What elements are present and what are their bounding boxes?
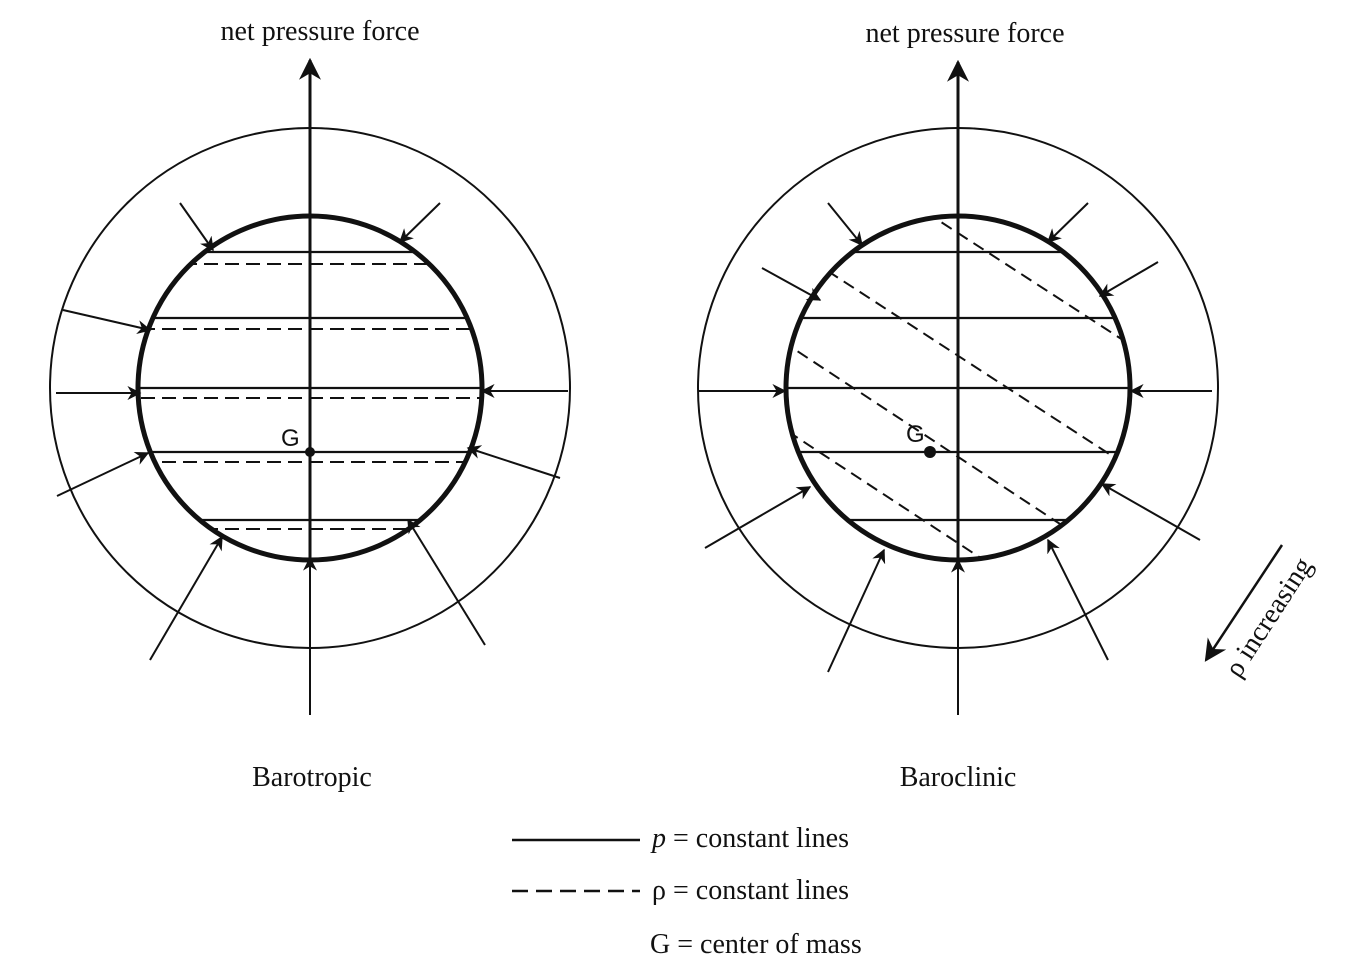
legend-center-label: G = center of mass (650, 929, 862, 960)
center-of-mass-dot (305, 447, 315, 457)
net-force-label: net pressure force (220, 16, 419, 47)
center-label: G (906, 421, 925, 448)
legend-density-label: ρ = constant lines (652, 875, 849, 906)
barotropic-panel: G net pressure force Barotropic (49, 16, 571, 793)
center-of-mass-dot (924, 446, 936, 458)
legend: p = constant lines ρ = constant lines G … (512, 823, 862, 960)
pressure-contours (788, 250, 1128, 522)
density-gradient-arrow (1204, 544, 1284, 662)
baroclinic-panel: G net pressure force Baroclinic ρ increa… (697, 18, 1319, 793)
pressure-force-arrows (56, 202, 568, 715)
legend-pressure-label: p = constant lines (650, 823, 849, 854)
pressure-force-arrows (698, 202, 1212, 715)
barotropic-caption: Barotropic (252, 762, 372, 793)
baroclinic-caption: Baroclinic (900, 762, 1017, 793)
center-label: G (281, 425, 300, 452)
density-gradient-indicator: ρ increasing (1204, 544, 1319, 683)
net-force-label: net pressure force (865, 18, 1064, 49)
